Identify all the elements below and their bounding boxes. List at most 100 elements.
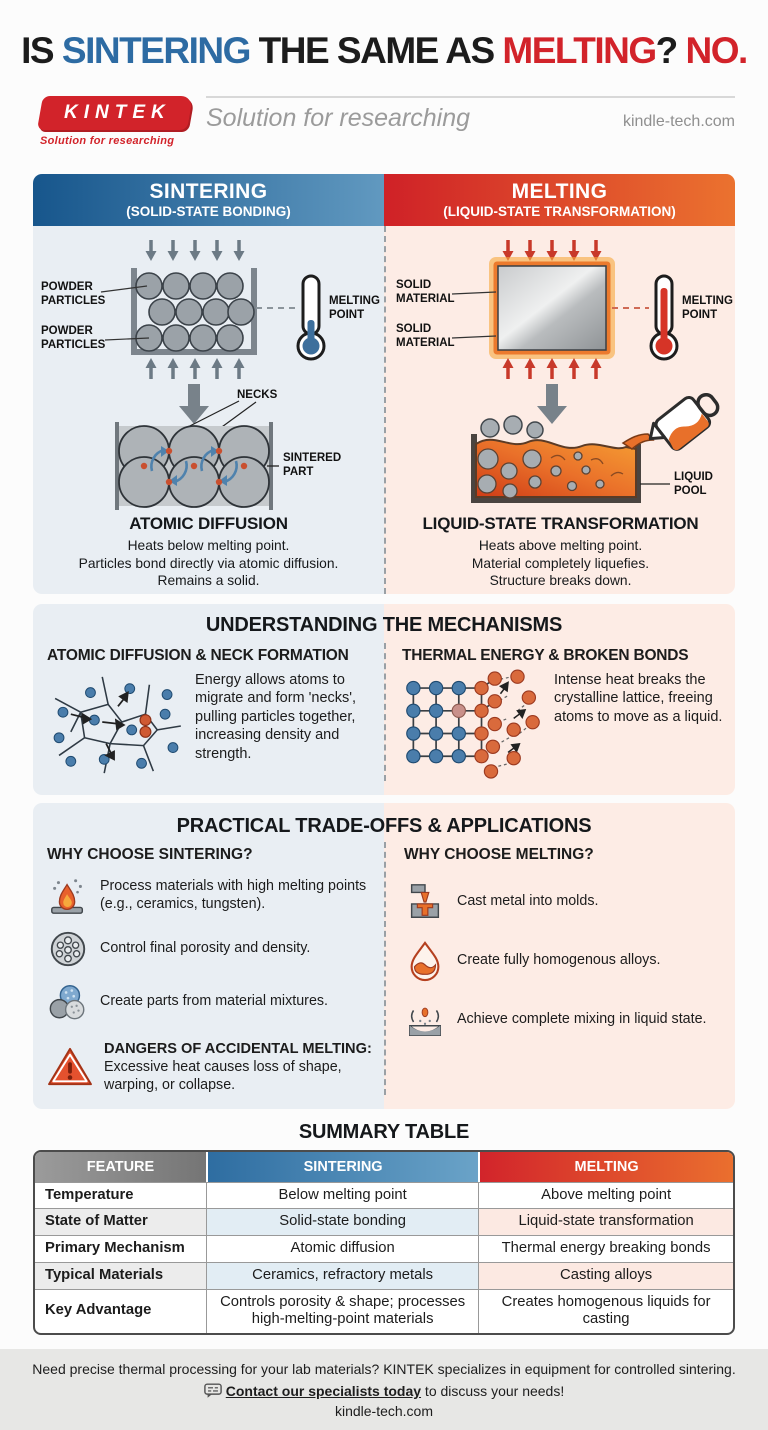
svg-text:NECKS: NECKS	[237, 389, 278, 401]
footer: Need precise thermal processing for your…	[0, 1349, 768, 1430]
melting-diagram: SOLID MATERIAL SOLID MATERIAL	[396, 238, 733, 503]
why-sintering-heading: WHY CHOOSE SINTERING?	[47, 846, 253, 863]
tradeoff-text: Process materials with high melting poin…	[100, 878, 367, 912]
warning-text-block: DANGERS OF ACCIDENTAL MELTING: Excessive…	[104, 1040, 374, 1095]
sintered-part-graphic	[115, 422, 273, 510]
sintering-value-cell: Atomic diffusion	[206, 1235, 479, 1262]
tradeoffs-title: PRACTICAL TRADE-OFFS & APPLICATIONS	[176, 815, 592, 837]
svg-text:LIQUID: LIQUID	[674, 471, 713, 483]
title-segment-melting: MELTING	[502, 30, 657, 71]
svg-text:POWDER: POWDER	[41, 325, 93, 337]
melting-value-cell: Above melting point	[478, 1181, 733, 1209]
table-row: Typical Materials Ceramics, refractory m…	[35, 1261, 733, 1289]
solid-block-graphic	[489, 257, 615, 359]
melting-point-label-sintering: MELTING POINT	[329, 295, 380, 321]
liquid-state-heading: LIQUID-STATE TRANSFORMATION	[422, 514, 699, 533]
comparison-panel: SINTERING (SOLID-STATE BONDING)	[33, 174, 735, 594]
liquid-mixing-icon	[409, 1007, 441, 1036]
title-segment-sintering: SINTERING	[61, 30, 251, 71]
alloy-drop-icon	[410, 941, 440, 982]
mechanisms-title: UNDERSTANDING THE MECHANISMS	[205, 614, 563, 636]
page-title: IS SINTERING THE SAME AS MELTING? NO.	[0, 0, 768, 72]
tradeoff-item: Create parts from material mixtures.	[47, 981, 374, 1023]
table-row: Temperature Below melting point Above me…	[35, 1181, 733, 1209]
material-mixture-icon	[49, 985, 85, 1020]
melting-title: MELTING	[511, 180, 608, 204]
title-segment: THE SAME AS	[249, 30, 503, 71]
desc-line: Particles bond directly via atomic diffu…	[78, 555, 339, 571]
powder-particles-label-top: POWDER PARTICLES	[41, 281, 148, 307]
svg-text:MELTING: MELTING	[329, 295, 380, 307]
process-arrow-icon	[179, 384, 209, 424]
porosity-icon	[50, 931, 86, 967]
table-header-feature: FEATURE	[35, 1151, 206, 1182]
melting-subtitle: (LIQUID-STATE TRANSFORMATION)	[443, 203, 676, 219]
brand-website: kindle-tech.com	[622, 113, 735, 130]
sintering-description: Heats below melting point. Particles bon…	[33, 537, 384, 590]
svg-text:POINT: POINT	[682, 309, 717, 321]
melting-body: SOLID MATERIAL SOLID MATERIAL	[384, 226, 735, 594]
process-arrow-icon	[537, 384, 567, 424]
desc-line: Remains a solid.	[157, 573, 260, 589]
brand-divider-line: Solution for researching kindle-tech.com	[206, 96, 735, 133]
kintek-logo-text: KINTEK	[63, 102, 171, 123]
kintek-logo: KINTEK Solution for researching	[37, 96, 193, 147]
footer-line2-suffix: to discuss your needs!	[421, 1382, 565, 1399]
why-sintering-column: WHY CHOOSE SINTERING? Process materials …	[33, 842, 384, 1095]
sintered-part-label: SINTERED PART	[267, 452, 341, 478]
thermal-mechanism: THERMAL ENERGY & BROKEN BONDS	[384, 643, 735, 781]
feature-cell: Key Advantage	[35, 1288, 206, 1334]
liquid-pool-graphic	[471, 415, 641, 503]
sintering-value-cell: Ceramics, refractory metals	[206, 1261, 479, 1289]
warning-item: DANGERS OF ACCIDENTAL MELTING: Excessive…	[47, 1040, 374, 1095]
title-segment: IS	[21, 30, 62, 71]
solid-material-label-top: SOLID MATERIAL	[396, 279, 497, 305]
tradeoff-text: Achieve complete mixing in liquid state.	[457, 1011, 707, 1028]
liquid-pool-label: LIQUID POOL	[640, 471, 713, 497]
footer-line1: Need precise thermal processing for your…	[32, 1361, 736, 1378]
mechanisms-panel: UNDERSTANDING THE MECHANISMS ATOMIC DIFF…	[33, 604, 735, 795]
diffusion-mechanism-text: Energy allows atoms to migrate and form …	[195, 672, 357, 762]
svg-text:SOLID: SOLID	[396, 323, 431, 335]
pressure-arrows-bottom-icon	[143, 356, 247, 381]
sintering-column: SINTERING (SOLID-STATE BONDING)	[33, 174, 384, 594]
svg-text:POOL: POOL	[674, 485, 707, 497]
diffusion-mechanism-heading: ATOMIC DIFFUSION & NECK FORMATION	[47, 647, 349, 664]
table-header-melting: MELTING	[478, 1151, 733, 1182]
thermal-mechanism-text: Intense heat breaks the crystalline latt…	[554, 672, 723, 725]
svg-text:PARTICLES: PARTICLES	[41, 295, 106, 307]
desc-line: Material completely liquefies.	[471, 555, 650, 571]
desc-line: Heats above melting point.	[478, 538, 643, 553]
why-melting-column: WHY CHOOSE MELTING? Cast metal into mold…	[384, 842, 735, 1095]
table-row: Primary Mechanism Atomic diffusion Therm…	[35, 1235, 733, 1262]
feature-cell: Primary Mechanism	[35, 1235, 206, 1262]
table-header-sintering: SINTERING	[206, 1151, 479, 1182]
powder-container	[131, 268, 257, 355]
svg-text:POWDER: POWDER	[41, 281, 93, 293]
melting-value-cell: Creates homogenous liquids for casting	[478, 1288, 733, 1334]
melting-description: Heats above melting point. Material comp…	[386, 537, 735, 590]
desc-line: Heats below melting point.	[127, 538, 290, 553]
contact-link[interactable]: Contact our specialists today	[225, 1382, 422, 1399]
svg-text:SOLID: SOLID	[396, 279, 431, 291]
heat-arrows-bottom-icon	[500, 356, 604, 381]
tradeoff-text: Control final porosity and density.	[100, 940, 311, 957]
svg-text:SINTERED: SINTERED	[283, 452, 341, 464]
melting-value-cell: Liquid-state transformation	[478, 1208, 733, 1236]
footer-website: kindle-tech.com	[334, 1402, 434, 1419]
thermal-mechanism-heading: THERMAL ENERGY & BROKEN BONDS	[402, 647, 689, 664]
broken-lattice-icon	[406, 669, 540, 779]
tradeoff-item: Control final porosity and density.	[47, 928, 374, 970]
sintering-value-cell: Below melting point	[206, 1181, 479, 1209]
tradeoff-text: Create parts from material mixtures.	[100, 993, 329, 1010]
chat-bubble-icon	[203, 1383, 222, 1398]
melting-point-label-melting: MELTING POINT	[682, 295, 733, 321]
tradeoff-item: Cast metal into molds.	[404, 881, 725, 923]
feature-cell: Temperature	[35, 1181, 206, 1209]
sintering-subtitle: (SOLID-STATE BONDING)	[126, 203, 291, 219]
sintering-value-cell: Solid-state bonding	[206, 1208, 479, 1236]
casting-mold-icon	[410, 884, 440, 918]
grain-diffusion-icon	[53, 676, 181, 774]
powder-particles-label-bottom: POWDER PARTICLES	[41, 325, 150, 351]
melting-value-cell: Casting alloys	[478, 1261, 733, 1289]
